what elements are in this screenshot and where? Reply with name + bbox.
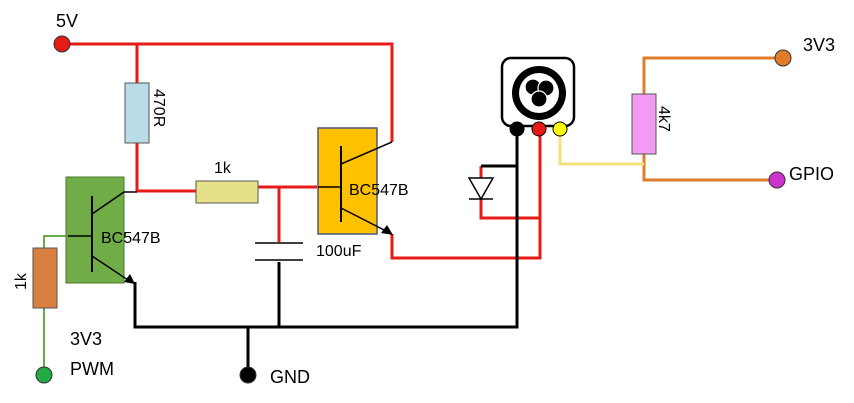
wire-ground (133, 130, 519, 374)
node-5v (53, 35, 71, 53)
node-pwm (35, 366, 53, 384)
label-1k-left: 1k (13, 272, 30, 290)
label-3v3-top: 3V3 (803, 35, 835, 55)
label-3v3-pwm: 3V3 (70, 329, 102, 349)
label-5v: 5V (56, 11, 78, 31)
transistor-right (317, 127, 393, 235)
fan-pin-ground (509, 121, 525, 137)
label-gnd: GND (270, 367, 310, 387)
label-470r: 470R (150, 89, 167, 127)
label-cap: 100uF (316, 243, 362, 260)
fan-icon (500, 56, 576, 128)
label-pwm: PWM (70, 359, 114, 379)
label-q-right: BC547B (349, 182, 409, 199)
resistor-4k7 (631, 93, 657, 155)
diode-icon (467, 177, 495, 201)
transistor-left (65, 176, 137, 284)
wire-signal (558, 130, 644, 166)
label-4k7: 4k7 (655, 106, 672, 132)
node-3v3-top (774, 49, 792, 67)
node-gpio (768, 171, 786, 189)
resistor-1k-mid (195, 180, 259, 204)
label-gpio: GPIO (789, 164, 834, 184)
wire-pwm (43, 235, 68, 374)
wire-5v-rail (62, 42, 542, 260)
fan-pin-power (531, 121, 547, 137)
resistor-470r (124, 82, 150, 144)
capacitor-icon (255, 242, 303, 261)
resistor-1k-left (32, 247, 58, 309)
label-q-left: BC547B (101, 230, 161, 247)
node-gnd (239, 366, 257, 384)
fan-pin-signal (552, 121, 568, 137)
label-1k-mid: 1k (214, 160, 232, 177)
